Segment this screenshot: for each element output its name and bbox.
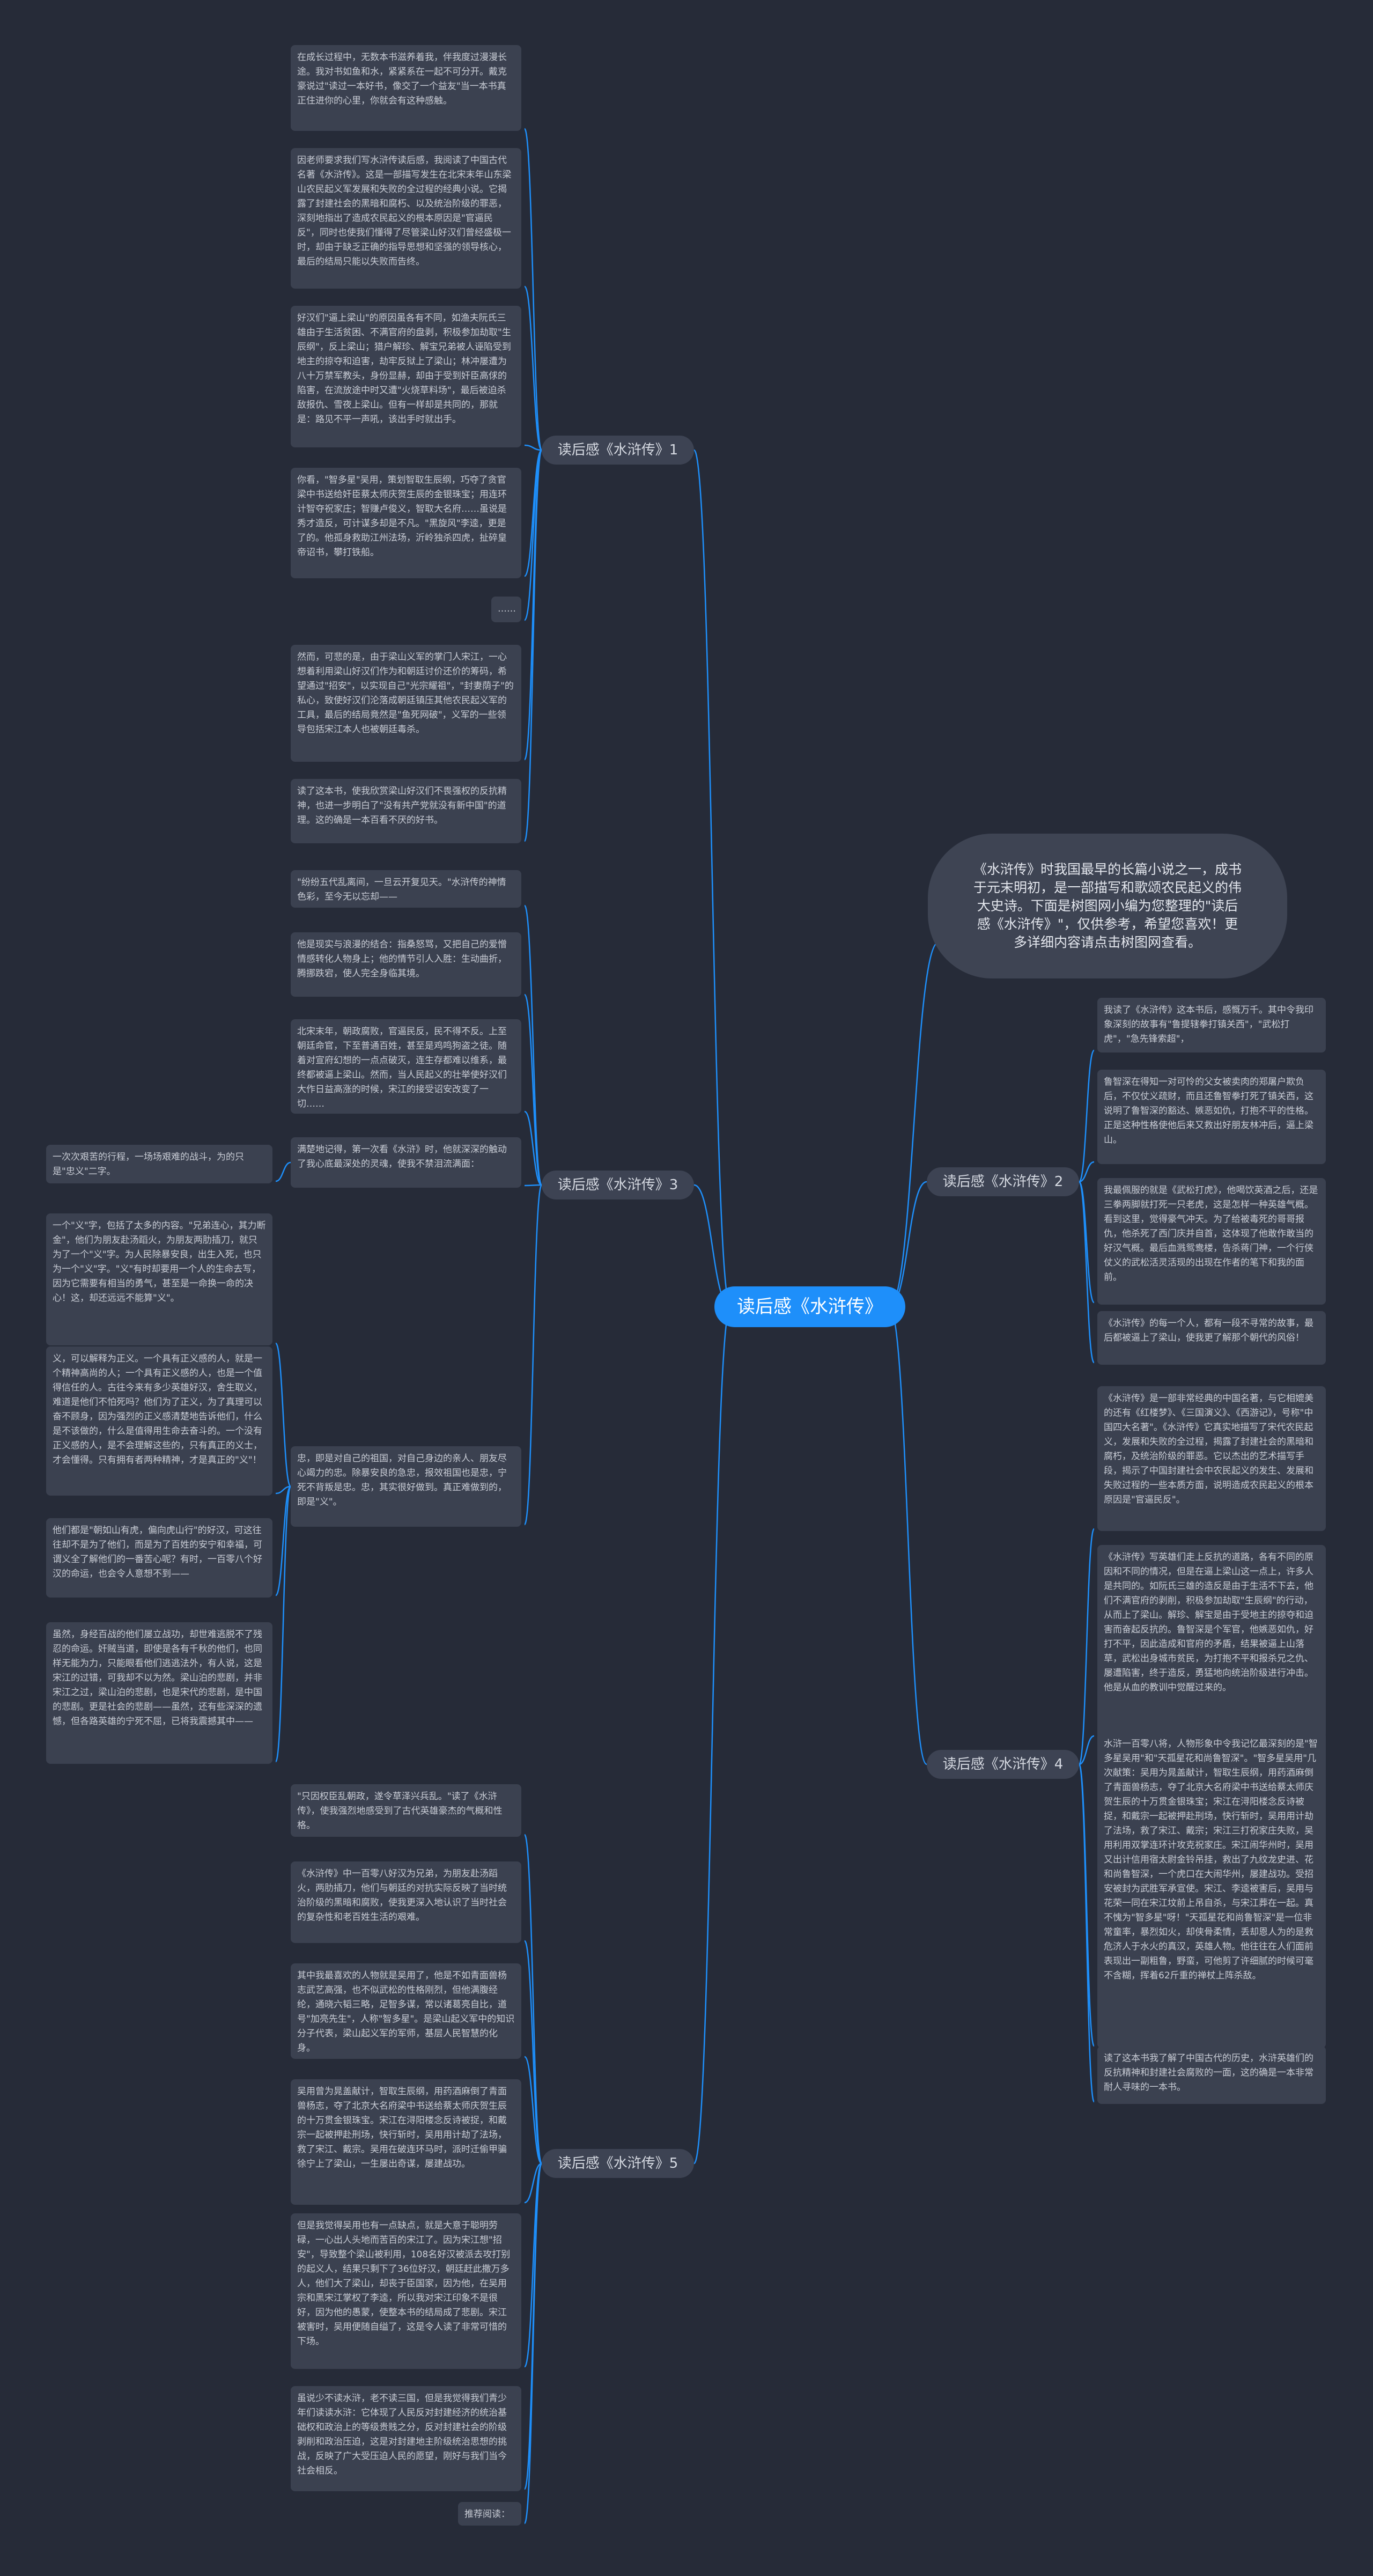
branch-node-4[interactable]: 读后感《水浒传》4 — [927, 1750, 1079, 1779]
link-leaf-4-2 — [1079, 1735, 1095, 1765]
leaf-3-3[interactable]: 北宋末年，朝政腐败，官逼民反，民不得不反。上至朝廷命官，下至普通百姓，甚至是鸡鸣… — [291, 1019, 521, 1114]
leaf-3-left-3[interactable]: 义，可以解释为正义。一个具有正义感的人，就是一个精神高尚的人；一个具有正义感的人… — [46, 1346, 272, 1496]
link-leaf-5-4 — [524, 2162, 542, 2204]
leaf-4-4[interactable]: 读了这本书我了解了中国古代的历史，水浒英雄们的反抗精神和封建社会腐败的一面，这的… — [1097, 2046, 1326, 2104]
leaf-3-5[interactable]: 忠，即是对自己的祖国，对自己身边的亲人、朋友尽心竭力的忠。除暴安良的急忠，报效祖… — [291, 1446, 521, 1527]
link-leaf-3-5 — [523, 1184, 543, 1526]
leaf-5-5[interactable]: 但是我觉得吴用也有一点缺点，就是大意于聪明劳碌，一心出人头地而苦百的宋江了。因为… — [291, 2213, 521, 2369]
branch-node-1[interactable]: 读后感《水浒传》1 — [542, 436, 694, 465]
leaf-1-7[interactable]: 读了这本书，使我欣赏梁山好汉们不畏强权的反抗精神，也进一步明白了"没有共产党就没… — [291, 779, 521, 843]
branch-node-2[interactable]: 读后感《水浒传》2 — [927, 1167, 1079, 1196]
link-leaf-2-1 — [1078, 1049, 1095, 1183]
link-branch-node-4 — [888, 1306, 928, 1765]
link-leaf-5-7 — [523, 2162, 543, 2525]
leaf-3-left-1[interactable]: 一次次艰苦的行程，一场场艰难的战斗，为的只是"忠义"二字。 — [46, 1145, 272, 1183]
link-leaf-1-5 — [523, 449, 543, 621]
link-leaf-1-2 — [523, 285, 543, 451]
link-leaf-3-left-2 — [275, 1342, 292, 1488]
link-intro — [889, 941, 939, 1308]
branch-node-3[interactable]: 读后感《水浒传》3 — [542, 1171, 694, 1199]
link-leaf-4-4 — [1078, 1763, 1095, 2103]
link-leaf-1-6 — [523, 449, 543, 761]
leaf-3-left-2[interactable]: 一个"义"字，包括了太多的内容。"兄弟连心，其力断金"，他们为朋友赴汤蹈火，为朋… — [46, 1213, 272, 1345]
leaf-1-1[interactable]: 在成长过程中，无数本书滋养着我，伴我度过漫漫长途。我对书如鱼和水，紧紧系在一起不… — [291, 45, 521, 131]
link-leaf-2-2 — [1079, 1161, 1095, 1183]
link-leaf-3-left-1 — [275, 1161, 291, 1182]
leaf-2-1[interactable]: 我读了《水浒传》这本书后，感慨万千。其中令我印象深刻的故事有"鲁提辖拳打镇关西"… — [1097, 998, 1326, 1053]
intro-node[interactable]: 《水浒传》时我国最早的长篇小说之一，成书于元末明初，是一部描写和歌颂农民起义的伟… — [928, 834, 1287, 978]
root-node[interactable]: 读后感《水浒传》 — [714, 1286, 905, 1327]
leaf-3-left-5[interactable]: 虽然，身经百战的他们屡立战功，却世难逃脱不了残忍的命运。奸贼当道，即使是各有千秋… — [46, 1622, 272, 1764]
link-leaf-3-2 — [523, 993, 543, 1186]
leaf-3-left-4[interactable]: 他们都是"朝如山有虎，偏向虎山行"的好汉，可这往往却不是为了他们，而是为了百姓的… — [46, 1518, 272, 1598]
leaf-1-2[interactable]: 因老师要求我们写水浒传读后感，我阅读了中国古代名著《水浒传》。这是一部描写发生在… — [291, 148, 521, 289]
leaf-5-2[interactable]: 《水浒传》中一百零八好汉为兄弟，为朋友赴汤蹈火，两肋插刀，他们与朝廷的对抗实际反… — [291, 1861, 521, 1943]
leaf-3-2[interactable]: 他是现实与浪漫的结合：指桑怒骂，又把自己的爱憎情感转化人物身上；他的情节引人入胜… — [291, 932, 521, 997]
leaf-3-4[interactable]: 满楚地记得，第一次看《水浒》时，他就深深的触动了我心底最深处的灵魂，使我不禁泪流… — [291, 1137, 521, 1188]
link-leaf-5-1 — [523, 1834, 543, 2165]
link-branch-node-1 — [693, 449, 732, 1308]
link-leaf-3-3 — [524, 1110, 542, 1186]
leaf-4-3[interactable]: 水浒一百零八将，人物形象中令我记忆最深刻的是"智多星吴用"和"天孤星花和尚鲁智深… — [1097, 1732, 1326, 2048]
leaf-1-6[interactable]: 然而，可悲的是，由于梁山义军的掌门人宋江，一心想着利用梁山好汉们作为和朝廷讨价还… — [291, 645, 521, 762]
leaf-4-2[interactable]: 《水浒传》写英雄们走上反抗的道路，各有不同的原因和不同的情况，但是在逼上梁山这一… — [1097, 1545, 1326, 1738]
link-leaf-3-left-5 — [275, 1485, 292, 1763]
leaf-5-1[interactable]: "只因权臣乱朝政，遂令草泽兴兵乱。"读了《水浒传》，使我强烈地感受到了古代英雄豪… — [291, 1784, 521, 1837]
leaf-1-5[interactable]: …… — [491, 597, 521, 622]
leaf-2-2[interactable]: 鲁智深在得知一对可怜的父女被卖肉的郑屠户欺负后，不仅仗义疏财，而且还鲁智拳打死了… — [1097, 1070, 1326, 1164]
link-leaf-1-7 — [523, 449, 543, 842]
leaf-2-4[interactable]: 《水浒传》的每一个人，都有一段不寻常的故事，最后都被逼上了梁山，使我更了解那个朝… — [1097, 1311, 1326, 1365]
link-leaf-3-4 — [524, 1184, 542, 1187]
link-leaf-3-left-3 — [275, 1485, 291, 1495]
link-leaf-1-3 — [524, 444, 542, 451]
leaf-1-4[interactable]: 你看，"智多星"吴用，策划智取生辰纲，巧夺了贪官梁中书送给奸臣蔡太师庆贺生辰的金… — [291, 468, 521, 578]
link-leaf-4-1 — [1078, 1528, 1095, 1765]
leaf-5-6[interactable]: 虽说少不读水浒，老不读三国，但是我觉得我们青少年们读读水浒：它体现了人民反对封建… — [291, 2386, 521, 2491]
leaf-5-4[interactable]: 吴用曾为晁盖献计，智取生辰纲，用药酒麻倒了青面兽杨志，夺了北京大名府梁中书送给蔡… — [291, 2079, 521, 2205]
leaf-5-3[interactable]: 其中我最喜欢的人物就是吴用了，他是不如青面兽杨志武艺高强，也不似武松的性格刚烈，… — [291, 1963, 521, 2059]
leaf-5-7[interactable]: 推荐阅读： — [458, 2502, 521, 2526]
link-leaf-2-4 — [1078, 1181, 1095, 1364]
leaf-4-1[interactable]: 《水浒传》是一部非常经典的中国名著，与它相媲美的还有《红楼梦》、《三国演义》、《… — [1097, 1386, 1326, 1531]
link-leaf-5-2 — [523, 1940, 543, 2165]
leaf-1-3[interactable]: 好汉们"逼上梁山"的原因虽各有不同，如渔夫阮氏三雄由于生活贫困、不满官府的盘剥，… — [291, 306, 521, 447]
link-leaf-3-left-4 — [275, 1485, 292, 1596]
leaf-3-1[interactable]: "纷纷五代乱离间，一旦云开复见天。"水浒传的神情色彩，至今无以忘却—— — [291, 870, 521, 908]
leaf-2-3[interactable]: 我最佩服的就是《武松打虎》，他喝饮英酒之后，还是三拳两脚就打死一只老虎，这是怎样… — [1097, 1178, 1326, 1305]
link-leaf-5-3 — [523, 2056, 543, 2165]
link-leaf-1-1 — [523, 128, 543, 451]
branch-node-5[interactable]: 读后感《水浒传》5 — [542, 2149, 694, 2178]
link-branch-node-5 — [693, 1306, 732, 2165]
